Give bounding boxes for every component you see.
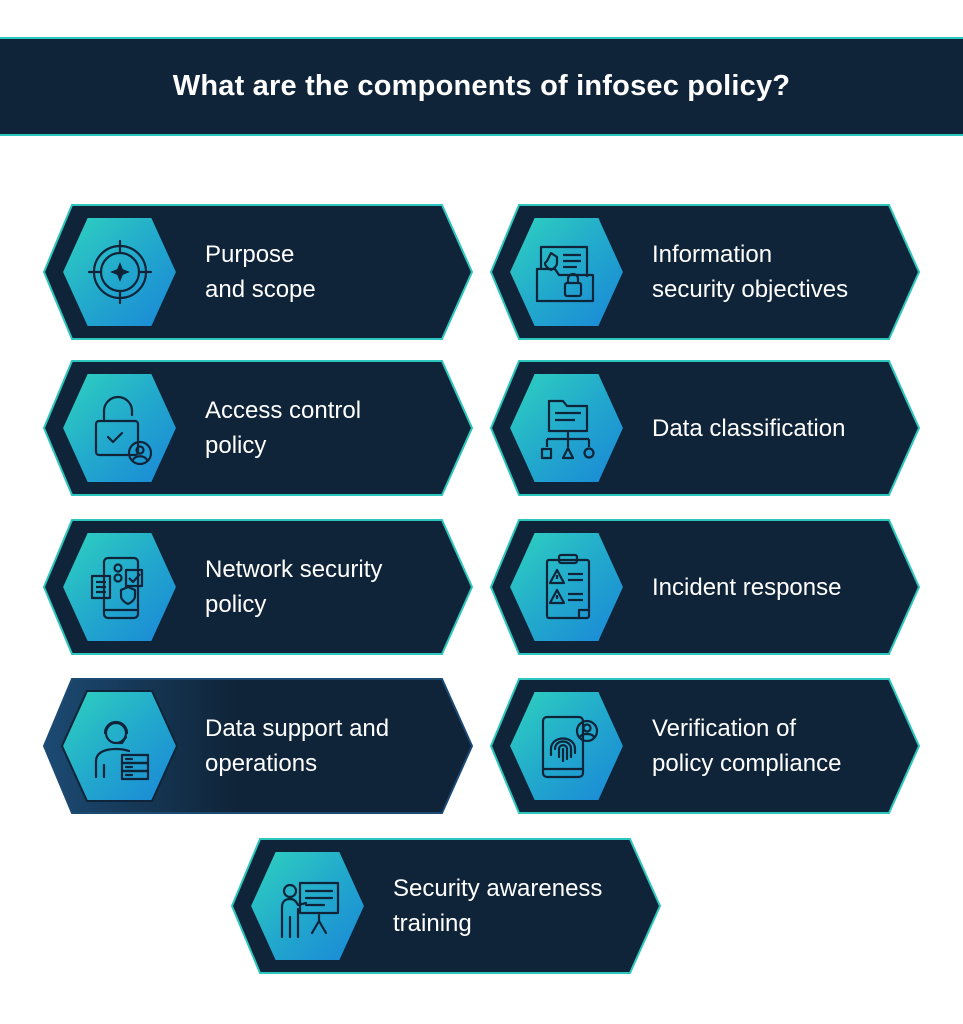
component-label: Purpose and scope [205,241,316,303]
component-label: Incident response [652,573,842,601]
folder-hierarchy-icon [507,373,619,483]
card-frame [489,519,921,655]
phone-shield-icon [60,532,172,642]
card-frame [489,360,921,496]
component-card-data-support: Data support and operations [42,677,474,815]
presentation-trainer-icon [248,851,360,961]
card-frame [489,204,921,340]
component-label: Data classification [652,414,846,442]
component-card-infosec-objectives: Information security objectives [489,203,921,341]
page-title: What are the components of infosec polic… [172,70,791,102]
clipboard-warning-icon [507,532,619,642]
card-frame [42,204,474,340]
target-icon [60,217,172,327]
component-card-purpose-scope: Purpose and scope [42,203,474,341]
component-card-incident-response: Incident response [489,518,921,656]
component-card-policy-compliance: Verification of policy compliance [489,677,921,815]
component-label: Network security policy [205,556,383,618]
title-banner: What are the components of infosec polic… [0,37,963,136]
component-card-access-control: Access control policy [42,359,474,497]
component-label: Access control policy [205,397,362,459]
component-card-awareness-training: Security awareness training [230,837,662,975]
secure-folder-icon [507,217,619,327]
fingerprint-tablet-icon [507,691,619,801]
component-label: Verification of policy compliance [652,715,842,777]
card-frame [42,360,474,496]
padlock-user-icon [60,373,172,483]
card-frame [42,678,474,814]
component-card-data-classification: Data classification [489,359,921,497]
component-label: Data support and operations [205,715,390,777]
support-agent-server-icon [60,691,172,801]
component-label: Security awareness training [393,875,603,937]
card-frame [42,519,474,655]
component-label: Information security objectives [652,241,849,303]
component-card-network-security: Network security policy [42,518,474,656]
